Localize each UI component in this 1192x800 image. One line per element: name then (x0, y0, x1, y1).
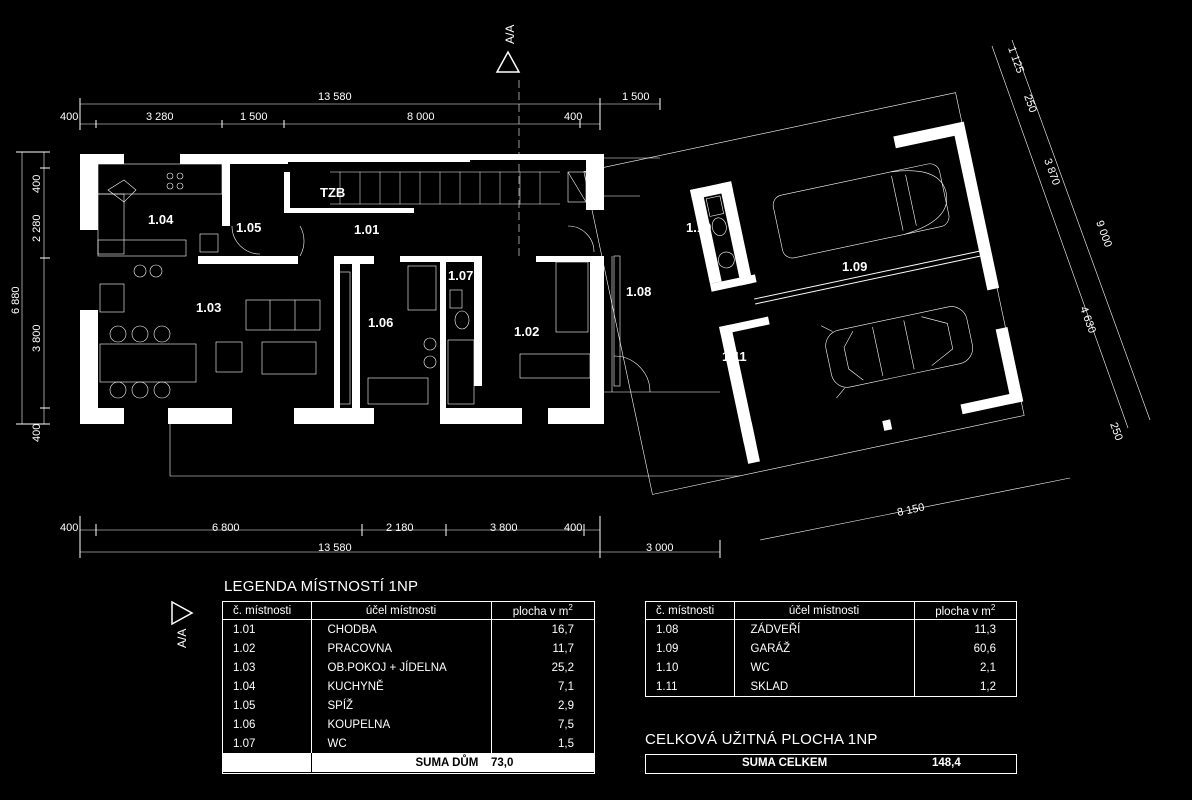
total-title: CELKOVÁ UŽITNÁ PLOCHA 1NP (645, 731, 878, 748)
legend-title: LEGENDA MÍSTNOSTÍ 1NP (224, 578, 419, 595)
dim-left-3: 400 (31, 424, 43, 442)
room-labels: 1.04 1.05 TZB 1.01 1.03 1.06 1.07 1.02 1… (148, 185, 867, 364)
dim-left-1: 2 280 (31, 214, 43, 242)
top-dimensions: 13 580 400 3 280 1 500 8 000 400 1 500 (60, 91, 661, 130)
legend-table-house: č. místnosti účel místnosti plocha v m2 … (223, 602, 594, 772)
room-1-11: 1.11 (722, 349, 747, 364)
legend-header-row: č. místnosti účel místnosti plocha v m2 (646, 602, 1016, 620)
dim-left-2: 3 800 (31, 324, 43, 352)
dim-top-3: 8 000 (407, 111, 435, 123)
section-label-top: A/A (503, 25, 517, 44)
dim-top-total: 13 580 (318, 91, 352, 103)
room-1-04: 1.04 (148, 212, 174, 227)
dim-garage-2: 4 630 (1077, 305, 1098, 335)
room-tzb: TZB (320, 185, 345, 200)
dim-bottom-2: 2 180 (386, 522, 414, 534)
room-1-01: 1.01 (354, 222, 379, 237)
room-1-08: 1.08 (626, 284, 651, 299)
dim-top-2: 1 500 (240, 111, 268, 123)
legend-sum-value: 73,0 (491, 753, 594, 772)
dim-top-garage: 1 500 (622, 91, 650, 103)
dim-garage-1: 3 870 (1041, 157, 1062, 187)
room-1-03: 1.03 (196, 300, 221, 315)
dim-top-1: 3 280 (146, 111, 174, 123)
dim-bottom-4: 400 (564, 522, 582, 534)
legend-sum-row: SUMA DŮM 73,0 (223, 753, 594, 772)
dim-garage-top: 1 125 (1005, 45, 1026, 75)
porch-outline (169, 157, 740, 477)
bottom-dimensions: 400 6 800 2 180 3 800 400 13 580 3 000 (60, 516, 721, 558)
dim-top-4: 400 (564, 111, 582, 123)
legend-header-row: č. místnosti účel místnosti plocha v m2 (223, 602, 594, 620)
room-1-06: 1.06 (368, 315, 393, 330)
van-icon (772, 163, 950, 259)
dim-bottom-total: 13 580 (318, 542, 352, 554)
dim-bottom-0: 400 (60, 522, 78, 534)
dim-bottom-garage: 3 000 (646, 542, 674, 554)
room-1-05: 1.05 (236, 220, 261, 235)
legend-header-area: plocha v m2 (491, 602, 594, 620)
dim-garage-0: 250 (1021, 93, 1039, 114)
legend-table-garage: č. místnosti účel místnosti plocha v m2 … (646, 602, 1016, 696)
left-dimensions: 6 880 400 2 280 3 800 400 (10, 151, 50, 442)
room-1-10: 1.10 (686, 220, 711, 235)
total-sum-bar: SUMA CELKEM 148,4 (645, 754, 1017, 774)
dim-left-total: 6 880 (10, 286, 22, 314)
room-1-02: 1.02 (514, 324, 539, 339)
total-sum-label: SUMA CELKEM (742, 757, 828, 769)
house-walls (80, 154, 604, 424)
dim-bottom-1: 6 800 (212, 522, 240, 534)
house-fittings (97, 163, 651, 405)
total-sum-value: 148,4 (932, 757, 961, 769)
legend-header-purpose: účel místnosti (311, 602, 492, 620)
dim-garage-3: 250 (1107, 421, 1125, 442)
garage (583, 92, 1025, 495)
dim-top-0: 400 (60, 111, 78, 123)
dim-bottom-3: 3 800 (490, 522, 518, 534)
car-icon (820, 306, 973, 399)
legend-sum-label: SUMA DŮM (311, 753, 491, 772)
section-mark-top: A/A (495, 25, 521, 260)
legend-header-number: č. místnosti (223, 602, 312, 620)
dim-garage-total: 9 000 (1093, 219, 1114, 249)
dim-left-0: 400 (31, 175, 43, 193)
dim-garage-bottom: 8 150 (896, 501, 925, 518)
room-1-07: 1.07 (448, 268, 473, 283)
section-mark-bottom: A/A (171, 600, 194, 648)
section-label-bottom: A/A (175, 629, 189, 648)
room-1-09: 1.09 (842, 259, 867, 274)
